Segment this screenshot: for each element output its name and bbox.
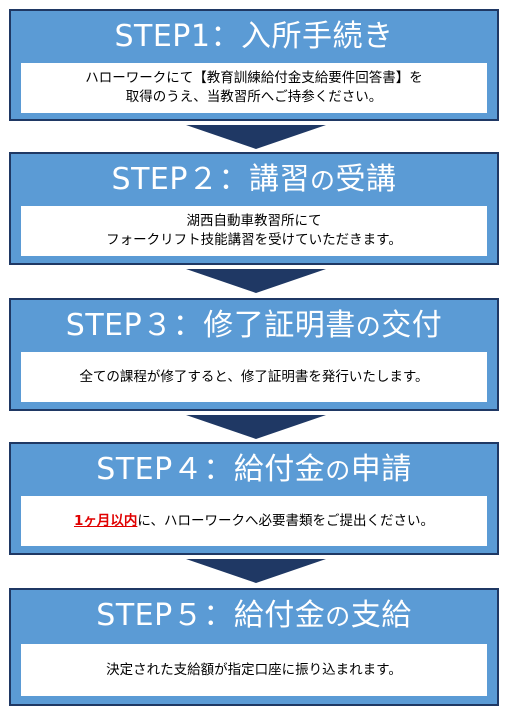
step-2-line-1: 湖西自動車教習所にて — [186, 213, 322, 229]
step-3-title-particle: の — [355, 312, 382, 341]
step-5-title: STEP５：給付金の支給 — [11, 590, 497, 642]
step-5-title-tail: 支給 — [350, 598, 412, 633]
step-4-title: STEP４：給付金の申請 — [11, 444, 497, 496]
step-1-title-main: 入所手続き — [241, 19, 394, 54]
step-4-title-tail: 申請 — [350, 452, 412, 487]
step-5-title-prefix: STEP５： — [96, 598, 234, 633]
step-4-line-rest: に、ハローワークへ必要書類をご提出ください。 — [137, 512, 434, 529]
step-1-title: STEP1：入所手続き — [11, 11, 497, 63]
step-2-title-tail: 受講 — [335, 162, 397, 197]
step-4-title-main: 給付金 — [233, 452, 326, 487]
step-5-title-particle: の — [325, 602, 351, 631]
step-2-description: 湖西自動車教習所にて フォークリフト技能講習を受けていただきます。 — [21, 206, 487, 256]
step-2-title: STEP２：講習の受講 — [11, 154, 497, 206]
arrow-down-icon — [186, 415, 326, 439]
step-2-line-2: フォークリフト技能講習を受けていただきます。 — [106, 232, 402, 248]
step-2-title-main: 講習 — [248, 162, 310, 197]
step-4-title-particle: の — [325, 456, 351, 485]
arrow-down-icon — [186, 125, 326, 149]
step-1-description: ハローワークにて【教育訓練給付金支給要件回答書】を 取得のうえ、当教習所へご持参… — [21, 63, 487, 113]
step-4-box: STEP４：給付金の申請 1ヶ月以内に、ハローワークへ必要書類をご提出ください。 — [9, 442, 499, 555]
step-3-box: STEP３：修了証明書の交付 全ての課程が修了すると、修了証明書を発行いたします… — [9, 298, 499, 411]
step-1-line-2: 取得のうえ、当教習所へご持参ください。 — [125, 89, 383, 105]
step-3-line-1: 全ての課程が修了すると、修了証明書を発行いたします。 — [79, 368, 429, 385]
arrow-down-icon — [186, 269, 326, 293]
step-2-title-particle: の — [309, 166, 336, 195]
step-5-title-main: 給付金 — [233, 598, 326, 633]
step-4-title-prefix: STEP４： — [96, 452, 234, 487]
step-3-title: STEP３：修了証明書の交付 — [11, 300, 497, 352]
step-3-title-tail: 交付 — [381, 308, 443, 343]
step-3-title-prefix: STEP３： — [65, 308, 204, 343]
arrow-down-icon — [186, 559, 326, 583]
step-3-title-main: 修了証明書 — [203, 308, 356, 343]
deadline-emphasis: 1ヶ月以内 — [73, 512, 138, 529]
step-5-box: STEP５：給付金の支給 決定された支給額が指定口座に振り込まれます。 — [9, 588, 499, 706]
step-3-description: 全ての課程が修了すると、修了証明書を発行いたします。 — [21, 352, 487, 402]
step-1-line-1: ハローワークにて【教育訓練給付金支給要件回答書】を — [85, 70, 423, 86]
step-2-box: STEP２：講習の受講 湖西自動車教習所にて フォークリフト技能講習を受けていた… — [9, 152, 499, 265]
step-1-box: STEP1：入所手続き ハローワークにて【教育訓練給付金支給要件回答書】を 取得… — [9, 9, 499, 121]
step-4-line-1: 1ヶ月以内に、ハローワークへ必要書類をご提出ください。 — [74, 512, 434, 531]
step-4-description: 1ヶ月以内に、ハローワークへ必要書類をご提出ください。 — [21, 496, 487, 546]
step-2-title-prefix: STEP２： — [111, 162, 249, 197]
step-5-description: 決定された支給額が指定口座に振り込まれます。 — [21, 644, 487, 696]
step-1-title-prefix: STEP1： — [114, 19, 241, 54]
step-5-line-1: 決定された支給額が指定口座に振り込まれます。 — [106, 661, 402, 678]
